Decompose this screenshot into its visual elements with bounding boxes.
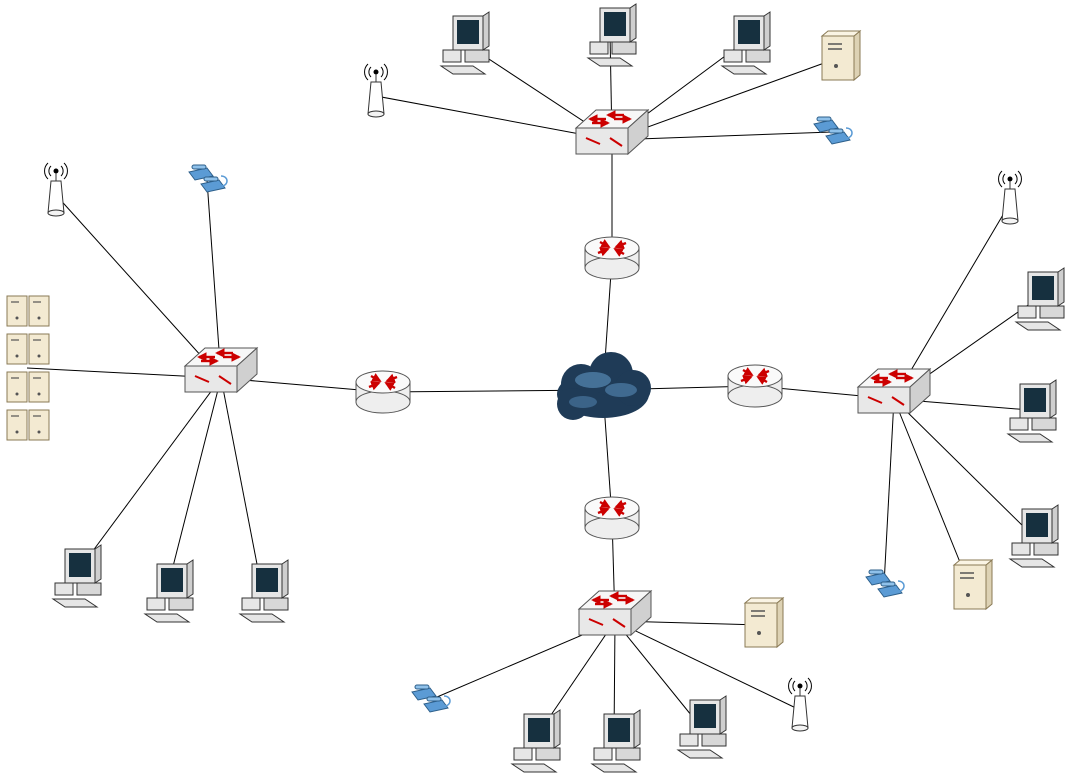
server-icon-bSrv	[743, 596, 785, 649]
router-icon-rR	[727, 364, 783, 408]
link-sT-tPh	[611, 131, 833, 141]
wireless-access-point-icon-rAnt	[998, 170, 1022, 225]
switch-icon-sB	[577, 589, 653, 637]
link-sL-lPc1	[74, 377, 222, 576]
workstation-icon-bPc3	[676, 695, 727, 759]
wireless-access-point-icon-tAnt	[364, 63, 388, 118]
ip-phone-icon-tPh	[813, 116, 853, 145]
server-icon-lRack	[6, 295, 50, 441]
ip-phone-icon-rPh	[865, 569, 905, 598]
link-sR-rPc3	[893, 398, 1033, 536]
link-sR-rSrv	[893, 398, 971, 588]
link-sR-rPh	[883, 398, 895, 586]
workstation-icon-tPc1	[439, 11, 490, 75]
link-sB-bAnt	[614, 620, 801, 711]
ip-phone-icon-lPh	[188, 164, 228, 193]
workstation-icon-lPc3	[238, 559, 289, 623]
nodes-layer	[6, 3, 1065, 773]
link-sL-lPc3	[220, 377, 263, 591]
server-icon-tSrv	[820, 29, 862, 82]
switch-icon-sT	[574, 108, 650, 156]
workstation-icon-lPc1	[51, 544, 102, 608]
switch-icon-sL	[183, 346, 259, 394]
server-icon-rSrv	[952, 558, 994, 611]
workstation-icon-bPc1	[510, 709, 561, 773]
router-icon-rB	[584, 496, 640, 540]
link-sL-lAnt	[55, 194, 222, 379]
switch-icon-sR	[856, 367, 932, 415]
link-sT-tAnt	[375, 95, 613, 141]
link-sL-lPh	[206, 179, 222, 379]
link-sB-bPc3	[614, 620, 701, 727]
wireless-access-point-icon-lAnt	[44, 162, 68, 217]
workstation-icon-rPc2	[1006, 379, 1057, 443]
link-sR-rAnt	[893, 202, 1011, 400]
wireless-access-point-icon-bAnt	[788, 677, 812, 732]
link-sL-lPc2	[166, 377, 222, 591]
workstation-icon-lPc2	[143, 559, 194, 623]
workstation-icon-tPc2	[586, 3, 637, 67]
workstation-icon-tPc3	[720, 11, 771, 75]
cloud-icon-cloud	[557, 352, 651, 420]
workstation-icon-bPc2	[590, 709, 641, 773]
link-sT-tSrv	[611, 57, 839, 141]
ip-phone-icon-bPh	[411, 684, 451, 713]
router-icon-rT	[584, 236, 640, 280]
workstation-icon-rPc3	[1008, 504, 1059, 568]
workstation-icon-rPc1	[1014, 267, 1065, 331]
router-icon-rL	[355, 370, 411, 414]
